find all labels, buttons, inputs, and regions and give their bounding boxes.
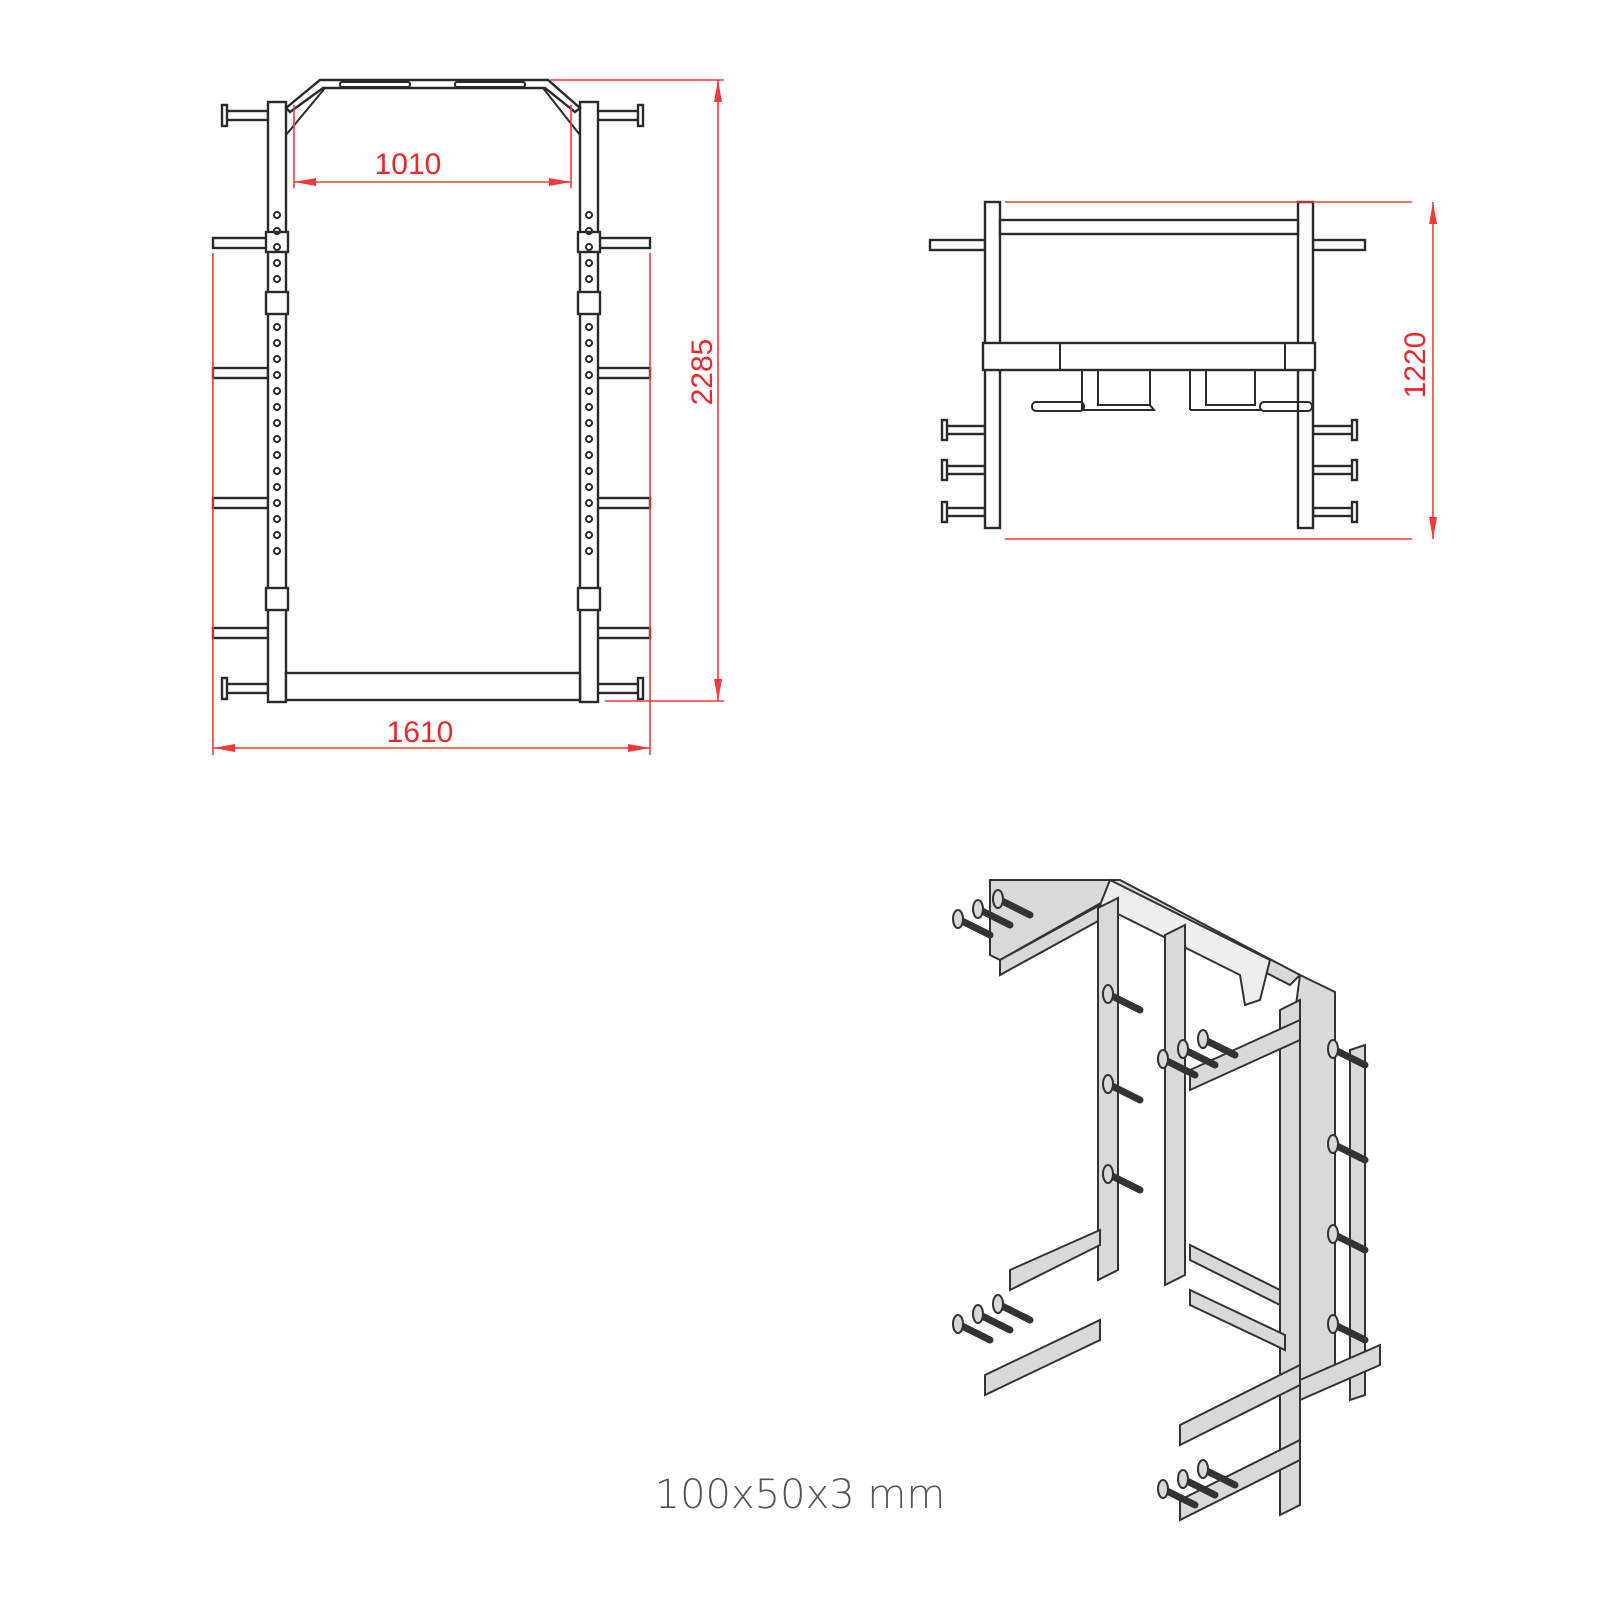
hole [585,547,593,555]
bottom-crossbar [284,671,582,702]
peg-end [1177,1039,1189,1059]
hole [585,355,593,363]
weight-peg [1201,1466,1239,1489]
hole [585,419,593,427]
right-pegs [595,103,652,701]
peg-end [1102,1164,1114,1184]
hole [273,243,281,251]
front-view: 1010 1610 2285 [211,78,724,755]
peg-end [992,889,1004,909]
peg-end [972,899,984,919]
hole [273,259,281,267]
dimension-2285: 2285 [550,79,724,702]
hole [585,451,593,459]
weight-peg [1331,1321,1369,1344]
weight-peg [1106,1171,1144,1194]
dimension-label-1610: 1610 [387,716,454,749]
peg-end [952,1314,964,1334]
hole [585,499,593,507]
peg-end [1327,1314,1339,1334]
hole [585,483,593,491]
weight-peg [1331,1141,1369,1164]
weight-peg [976,1311,1014,1334]
hole [273,323,281,331]
dimension-label-2285: 2285 [686,339,719,406]
peg-end [992,1294,1004,1314]
hole [585,227,593,235]
peg-end [1327,1039,1339,1059]
hole [585,403,593,411]
peg-end [1177,1469,1189,1489]
left-upright [266,100,288,704]
hole [273,515,281,523]
hole [273,547,281,555]
peg-end [1327,1224,1339,1244]
weight-peg [976,906,1014,929]
right-upright [578,100,600,704]
isometric-view [952,878,1381,1522]
hole [273,467,281,475]
hole [585,339,593,347]
hole [273,419,281,427]
side-pegs [940,418,1359,524]
hole [273,275,281,283]
hole [273,435,281,443]
hole [585,387,593,395]
peg-end [1197,1029,1209,1049]
hole [585,259,593,267]
peg-end [1157,1479,1169,1499]
hole [273,339,281,347]
weight-peg [996,1301,1034,1324]
hole [585,371,593,379]
hole [273,371,281,379]
hole [585,211,593,219]
dimension-1610: 1610 [212,253,651,755]
hole [585,531,593,539]
weight-peg [956,1321,994,1344]
hole [273,355,281,363]
pullup-bar [284,78,582,114]
peg-end [972,1304,984,1324]
hole [585,435,593,443]
hole [273,451,281,459]
weight-peg [1181,1046,1219,1069]
weight-peg [1161,1486,1199,1509]
hole [585,275,593,283]
peg-end [1102,1074,1114,1094]
hole [273,483,281,491]
hole [273,387,281,395]
hole [273,227,281,235]
hole [585,467,593,475]
hole [585,243,593,251]
weight-peg [956,916,994,939]
hole [273,211,281,219]
weight-peg [996,896,1034,919]
hole [273,531,281,539]
peg-end [1102,984,1114,1004]
weight-peg [1106,1081,1144,1104]
hole [585,323,593,331]
tube-size-caption: 100x50x3 mm [654,1472,946,1518]
peg-end [1327,1134,1339,1154]
peg-end [952,909,964,929]
dimension-1010: 1010 [293,105,572,188]
weight-peg [1106,991,1144,1014]
peg-end [1197,1459,1209,1479]
dimension-label-1010: 1010 [375,148,442,181]
weight-peg [1201,1036,1239,1059]
hole [585,515,593,523]
hole [273,499,281,507]
peg-end [1157,1049,1169,1069]
weight-peg [1161,1056,1199,1079]
hole [273,403,281,411]
weight-peg [1331,1046,1369,1069]
dimension-label-1220: 1220 [1399,332,1432,399]
left-pegs [211,103,270,701]
side-view: 1220 [928,200,1437,540]
weight-peg [1181,1476,1219,1499]
weight-peg [1331,1231,1369,1254]
dimension-1220: 1220 [1005,201,1437,540]
